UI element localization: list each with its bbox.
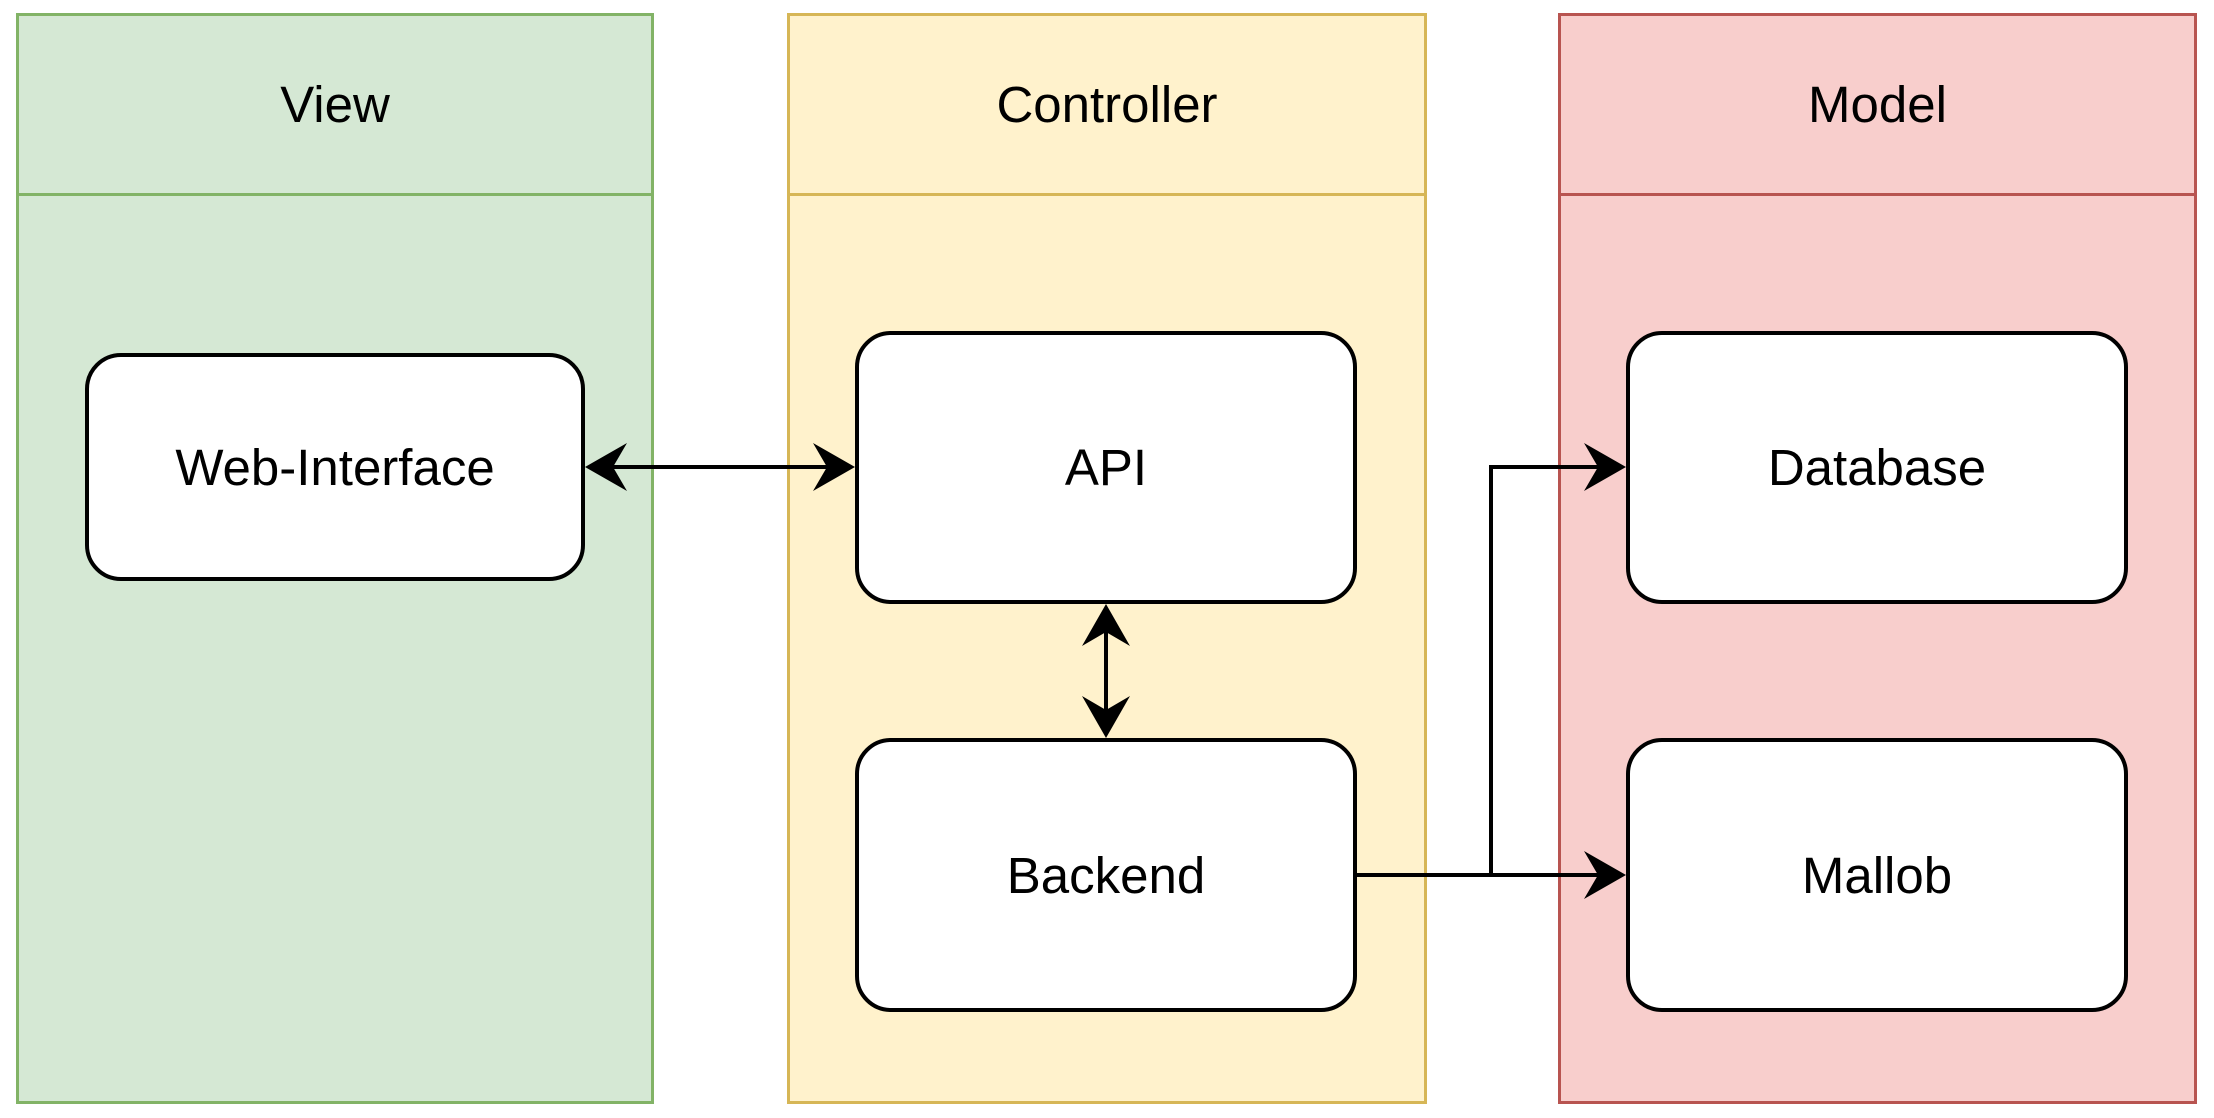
view-lane-header: View — [19, 16, 651, 196]
api-node[interactable]: API — [855, 331, 1357, 604]
controller-lane-title: Controller — [996, 76, 1218, 133]
backend-node[interactable]: Backend — [855, 738, 1357, 1012]
mallob-node[interactable]: Mallob — [1626, 738, 2128, 1012]
controller-lane-header: Controller — [790, 16, 1424, 196]
database-node[interactable]: Database — [1626, 331, 2128, 604]
web-interface-label: Web-Interface — [175, 438, 495, 496]
database-label: Database — [1767, 439, 1987, 496]
model-lane-header: Model — [1561, 16, 2194, 196]
api-label: API — [1064, 439, 1148, 496]
view-lane-title: View — [280, 76, 390, 133]
mallob-label: Mallob — [1801, 846, 1953, 904]
web-interface-node[interactable]: Web-Interface — [85, 353, 585, 581]
backend-label: Backend — [1006, 846, 1206, 904]
model-lane-title: Model — [1808, 76, 1947, 133]
